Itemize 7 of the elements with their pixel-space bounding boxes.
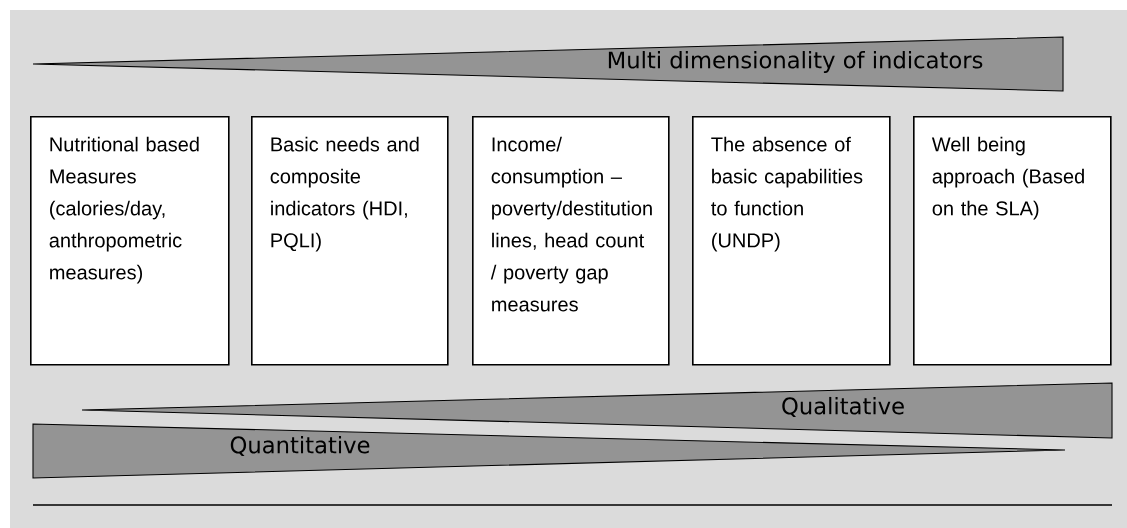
text-box: Nutritional based Measures (calories/day, anthropometric measures)	[30, 116, 230, 366]
wedge: Quantitative	[32, 423, 1066, 479]
text-box: Income/ consumption – poverty/destitution lines, head count / poverty gap measures	[472, 116, 670, 366]
text-box: The absence of basic capabilities to function (UNDP)	[692, 116, 891, 366]
wedge: Multi dimensionality of indicators	[32, 36, 1064, 92]
text-box: Basic needs and composite indicators (HDI, PQLI)	[251, 116, 449, 366]
text-box: Well being approach (Based on the SLA)	[913, 116, 1112, 366]
